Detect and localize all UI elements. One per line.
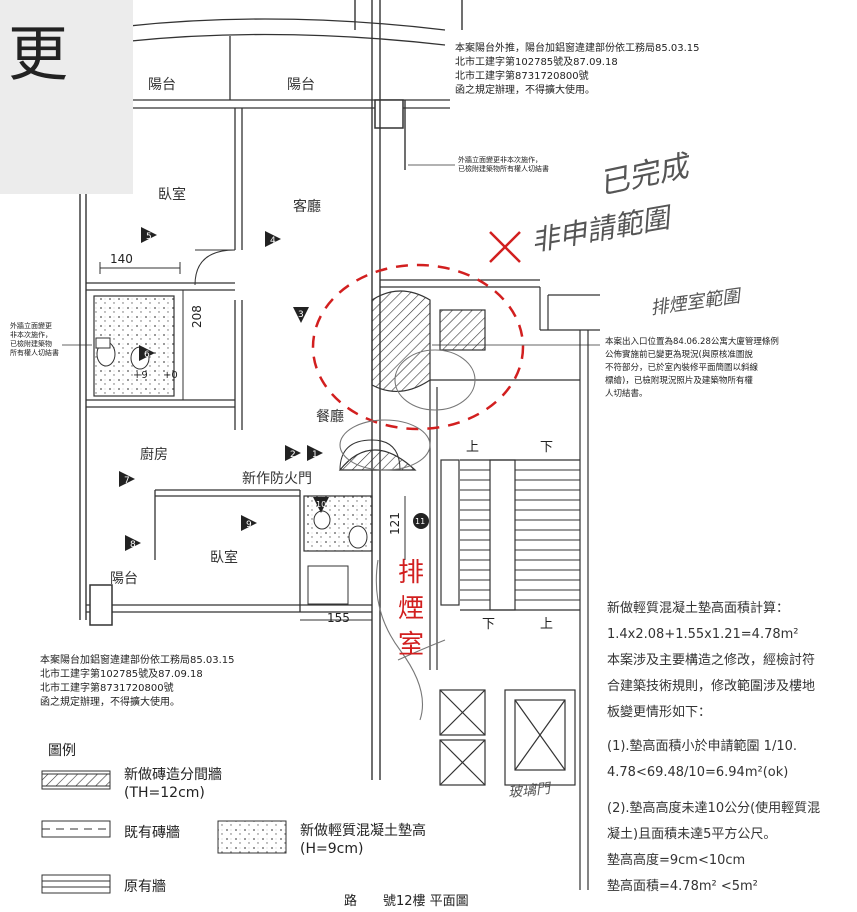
calc-item-2: (2).墊高高度未達10公分(使用輕質混凝土)且面積未達5平方公尺。墊高高度=9… (607, 801, 821, 894)
note-left-elevation: 外牆立面變更非本次施作，已檢附建築物所有權人切結書 (10, 322, 59, 357)
dim-140: 140 (110, 252, 133, 266)
legend-title: 圖例 (48, 743, 76, 759)
interior-walls (86, 108, 372, 613)
photo-badge-4: 4 (265, 231, 281, 247)
leader-lines (62, 164, 600, 346)
red-x-mark (489, 231, 521, 263)
legend-existing-brick: 既有磚牆 (124, 825, 180, 841)
svg-text:6: 6 (144, 350, 150, 360)
calc-title: 新做輕質混凝土墊高面積計算： (607, 601, 790, 616)
dim-plus0: +0 (163, 370, 178, 381)
room-bedroom-2: 臥室 (210, 550, 238, 566)
stair-up-1: 上 (466, 440, 480, 455)
dim-121: 121 (388, 512, 402, 535)
stair-treads (460, 469, 580, 601)
photo-badge-9: 9 (241, 515, 257, 531)
legend-new-wall: 新做磚造分間牆(TH=12cm) (124, 767, 222, 801)
photo-badge-3: 3 (293, 307, 309, 323)
svg-text:2: 2 (290, 450, 296, 460)
svg-text:7: 7 (124, 476, 130, 486)
room-bedroom-1: 臥室 (158, 187, 186, 203)
legend-original-wall: 原有牆 (124, 879, 166, 895)
dimension-lines (99, 262, 406, 621)
stair-up-2: 上 (540, 617, 554, 632)
stair-down-1: 下 (540, 440, 554, 455)
photo-badge-1: 1 (307, 445, 323, 461)
elevator-shafts (439, 689, 576, 786)
svg-text:1: 1 (312, 450, 318, 460)
svg-text:3: 3 (298, 310, 304, 320)
note-entrance: 本案出入口位置為84.06.28公寓大廈管理條例公佈實施前已變更為現況(與原核准… (605, 337, 779, 399)
smoke-room-label: 排煙室 (398, 558, 425, 660)
corner-char: 更 (8, 20, 68, 90)
fixtures (95, 337, 368, 605)
photo-badge-6: 6 (139, 345, 155, 361)
fire-door-label: 新作防火門 (242, 471, 312, 487)
stair-down-2: 下 (482, 617, 496, 632)
plan-title: 路 號12樓 平面圖 (344, 894, 469, 909)
photo-badge-11: 11 (413, 513, 429, 529)
balcony-top-walls (94, 18, 450, 110)
svg-text:8: 8 (130, 540, 136, 550)
calc-block: 新做輕質混凝土墊高面積計算： 1.4x2.08+1.55x1.21=4.78m²… (607, 596, 820, 900)
room-balcony-3: 陽台 (110, 571, 138, 587)
dim-155: 155 (327, 611, 350, 625)
pencil-marks (339, 349, 476, 721)
entrance-hatch-box (439, 309, 486, 351)
room-balcony-2: 陽台 (287, 77, 315, 93)
photo-badge-5: 5 (141, 227, 157, 243)
calc-formula: 1.4x2.08+1.55x1.21=4.78m² (607, 627, 799, 642)
svg-text:9: 9 (246, 520, 252, 530)
corner-label-box: 更 (0, 0, 133, 194)
note-wall-elevation: 外牆立面變更非本次施作，已檢附建築物所有權人切結書 (458, 156, 549, 173)
calc-item-1: (1).墊高面積小於申請範圍 1/10.4.78<69.48/10=6.94m²… (607, 739, 798, 780)
entrance-hatch (371, 290, 431, 393)
room-kitchen: 廚房 (140, 447, 168, 463)
photo-badge-2: 2 (285, 445, 301, 461)
svg-text:5: 5 (146, 232, 152, 242)
stairwell (380, 279, 600, 890)
photo-badge-7: 7 (119, 471, 135, 487)
room-dining: 餐廳 (316, 409, 344, 425)
svg-text:4: 4 (270, 236, 276, 246)
room-living: 客廳 (293, 199, 321, 215)
exterior-walls (79, 0, 463, 780)
legend-lightweight: 新做輕質混凝土墊高(H=9cm) (300, 823, 426, 857)
svg-text:10: 10 (316, 500, 326, 509)
legend-swatches (41, 770, 287, 894)
dim-208: 208 (190, 305, 204, 328)
svg-text:11: 11 (415, 517, 425, 526)
room-balcony-1: 陽台 (148, 77, 176, 93)
column-bottom-left (89, 584, 113, 626)
red-dashed-circle (311, 263, 525, 431)
entrance-hatch-lower (338, 449, 417, 471)
column-top-right (374, 99, 404, 129)
photo-badge-10: 10 (313, 497, 329, 513)
photo-badge-8: 8 (125, 535, 141, 551)
dim-plus9: +9 (133, 370, 148, 381)
